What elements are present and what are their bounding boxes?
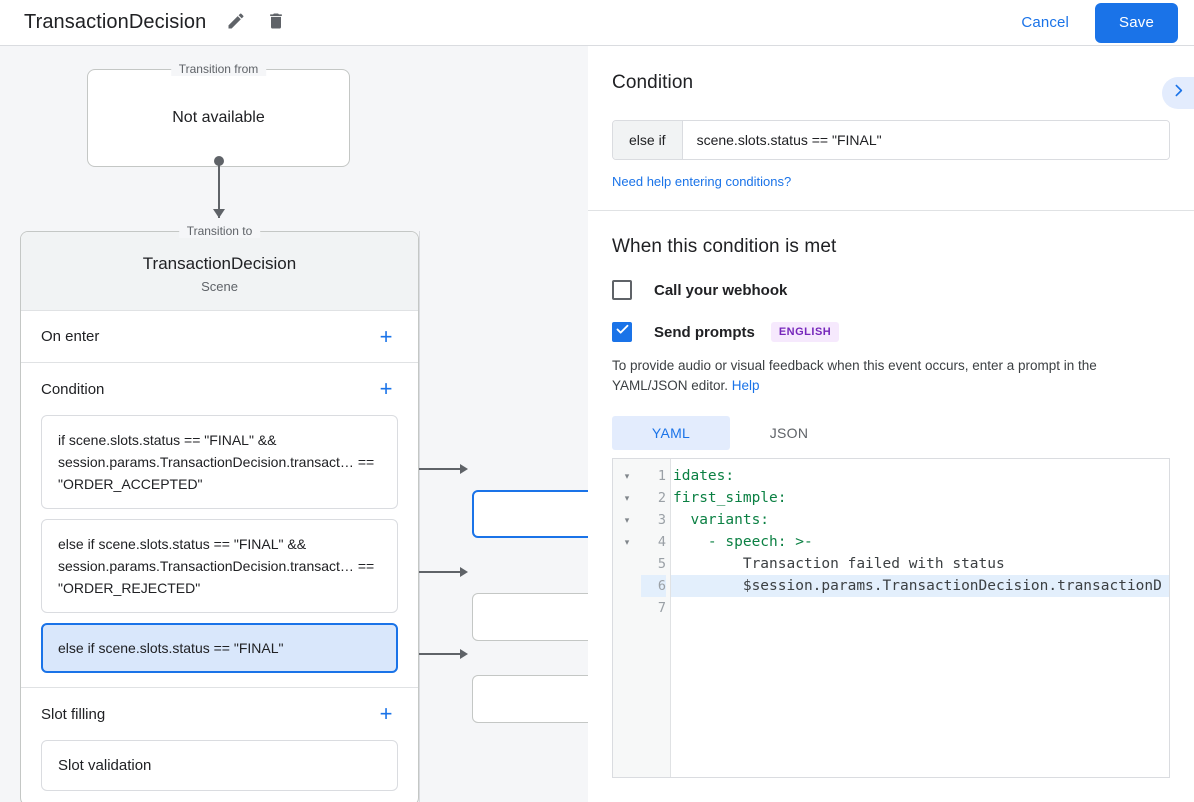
pencil-icon bbox=[226, 11, 246, 34]
condition-help-link[interactable]: Need help entering conditions? bbox=[612, 174, 792, 189]
section-slot-filling[interactable]: Slot filling + bbox=[21, 688, 418, 740]
editor-line-number: 6 bbox=[641, 575, 666, 597]
slot-filling-list: Slot validation bbox=[21, 740, 418, 802]
list-item[interactable]: Slot validation bbox=[41, 740, 398, 791]
editor-code-line[interactable]: Transaction failed with status bbox=[673, 556, 1005, 572]
editor-line-number: 5 bbox=[657, 556, 666, 572]
checkmark-icon bbox=[615, 322, 630, 342]
condition-details-panel: Condition else if Need help entering con… bbox=[588, 46, 1194, 802]
transition-to-card: Transition to TransactionDecision Scene … bbox=[20, 224, 419, 802]
prompts-description: To provide audio or visual feedback when… bbox=[612, 356, 1168, 396]
save-button[interactable]: Save bbox=[1095, 2, 1178, 43]
trash-icon bbox=[266, 11, 286, 34]
condition-edge-line-3 bbox=[399, 653, 461, 655]
editor-line-number: 7 bbox=[657, 600, 666, 616]
section-on-enter-label: On enter bbox=[41, 328, 100, 345]
fold-toggle-icon[interactable]: ▾ bbox=[624, 493, 630, 503]
condition-input[interactable] bbox=[682, 121, 1169, 159]
add-slot-filling-plus-icon[interactable]: + bbox=[379, 701, 393, 726]
editor-code-line[interactable]: variants: bbox=[673, 512, 770, 528]
list-item[interactable]: if scene.slots.status == "FINAL" && sess… bbox=[41, 415, 398, 509]
tab-json[interactable]: JSON bbox=[769, 425, 809, 441]
transition-to-legend: Transition to bbox=[178, 224, 261, 238]
tab-yaml[interactable]: YAML bbox=[612, 416, 730, 450]
fold-spacer bbox=[613, 553, 641, 575]
delete-button[interactable] bbox=[259, 6, 293, 40]
scene-type: Scene bbox=[201, 279, 238, 294]
editor-format-tabs: YAML JSON bbox=[612, 416, 1170, 450]
editor-code-line[interactable]: idates: bbox=[673, 468, 735, 484]
editor-code-area[interactable]: idates: first_simple: variants: - speech:… bbox=[671, 459, 1169, 777]
fold-toggle-icon[interactable]: ▾ bbox=[624, 515, 630, 525]
condition-list: if scene.slots.status == "FINAL" && sess… bbox=[21, 415, 418, 687]
prompts-help-link[interactable]: Help bbox=[731, 378, 760, 393]
section-divider bbox=[21, 687, 418, 688]
editor-fold-gutter[interactable]: ▾ ▾ ▾ ▾ bbox=[613, 459, 641, 777]
panel-title: Condition bbox=[612, 72, 694, 93]
add-on-enter-plus-icon[interactable]: + bbox=[379, 323, 393, 349]
fold-toggle-icon[interactable]: ▾ bbox=[624, 471, 630, 481]
add-condition-plus-icon[interactable]: + bbox=[379, 376, 393, 401]
condition-prefix-label: else if bbox=[613, 121, 683, 159]
transition-target-box-3[interactable] bbox=[472, 675, 588, 723]
scene-flow-canvas[interactable]: Transition from Not available Transition… bbox=[0, 46, 588, 802]
editor-code-line[interactable]: first_simple: bbox=[673, 490, 787, 506]
transition-target-box-2[interactable] bbox=[472, 593, 588, 641]
scene-name: TransactionDecision bbox=[142, 254, 297, 273]
condition-edge-line-2 bbox=[399, 571, 461, 573]
transition-from-value: Not available bbox=[172, 109, 265, 126]
fold-spacer bbox=[613, 575, 641, 597]
connector-arrowhead bbox=[213, 209, 225, 218]
fold-spacer bbox=[613, 597, 641, 619]
connector-line bbox=[218, 161, 220, 218]
editor-code-line[interactable] bbox=[671, 597, 1169, 619]
scene-header[interactable]: TransactionDecision Scene bbox=[21, 232, 418, 311]
condition-section: Condition else if Need help entering con… bbox=[588, 46, 1194, 191]
condition-edge-arrow-1 bbox=[460, 464, 468, 474]
editor-code-line[interactable]: - speech: >- bbox=[673, 534, 813, 550]
editor-line-number: 4 bbox=[657, 534, 666, 550]
list-item[interactable]: else if scene.slots.status == "FINAL" &&… bbox=[41, 519, 398, 613]
transition-from-legend: Transition from bbox=[170, 62, 267, 76]
webhook-checkbox-row[interactable]: Call your webhook bbox=[612, 280, 1170, 300]
edit-name-button[interactable] bbox=[219, 6, 253, 40]
send-prompts-label: Send prompts bbox=[654, 323, 755, 341]
panel-divider bbox=[588, 210, 1194, 211]
section-condition-label: Condition bbox=[41, 380, 105, 398]
transition-from-card: Transition from Not available bbox=[87, 62, 350, 167]
section-condition[interactable]: Condition + bbox=[21, 363, 418, 415]
collapse-panel-button[interactable] bbox=[1162, 77, 1194, 109]
page-title: TransactionDecision bbox=[24, 11, 207, 33]
webhook-checkbox[interactable] bbox=[612, 280, 632, 300]
when-met-title: When this condition is met bbox=[612, 236, 837, 257]
prompts-description-text: To provide audio or visual feedback when… bbox=[612, 358, 1097, 393]
chevron-right-icon bbox=[1170, 82, 1187, 104]
language-badge: ENGLISH bbox=[770, 322, 840, 342]
webhook-label: Call your webhook bbox=[654, 281, 788, 299]
condition-edge-line-1 bbox=[399, 468, 461, 470]
when-condition-met-section: When this condition is met Call your web… bbox=[588, 211, 1194, 778]
transition-target-box-1[interactable] bbox=[472, 490, 588, 538]
send-prompts-checkbox-row[interactable]: Send prompts ENGLISH bbox=[612, 322, 1170, 342]
editor-line-number: 1 bbox=[657, 468, 666, 484]
editor-line-numbers: 1 2 3 4 5 6 7 bbox=[641, 459, 671, 777]
condition-input-row[interactable]: else if bbox=[612, 120, 1170, 160]
canvas-guide-line bbox=[419, 231, 420, 802]
app-header: TransactionDecision Cancel Save bbox=[0, 0, 1194, 46]
condition-edge-arrow-2 bbox=[460, 567, 468, 577]
section-on-enter[interactable]: On enter + bbox=[21, 311, 418, 363]
condition-edge-arrow-3 bbox=[460, 649, 468, 659]
section-slot-filling-label: Slot filling bbox=[41, 705, 106, 723]
editor-line-number: 3 bbox=[657, 512, 666, 528]
yaml-code-editor[interactable]: ▾ ▾ ▾ ▾ 1 2 3 4 5 6 7 idates: first_simple: varian… bbox=[612, 458, 1170, 778]
cancel-button[interactable]: Cancel bbox=[1007, 6, 1083, 39]
fold-toggle-icon[interactable]: ▾ bbox=[624, 537, 630, 547]
send-prompts-checkbox[interactable] bbox=[612, 322, 632, 342]
editor-line-number: 2 bbox=[657, 490, 666, 506]
list-item[interactable]: else if scene.slots.status == "FINAL" bbox=[41, 623, 398, 673]
editor-code-line[interactable]: $session.params.TransactionDecision.tran… bbox=[671, 575, 1169, 597]
